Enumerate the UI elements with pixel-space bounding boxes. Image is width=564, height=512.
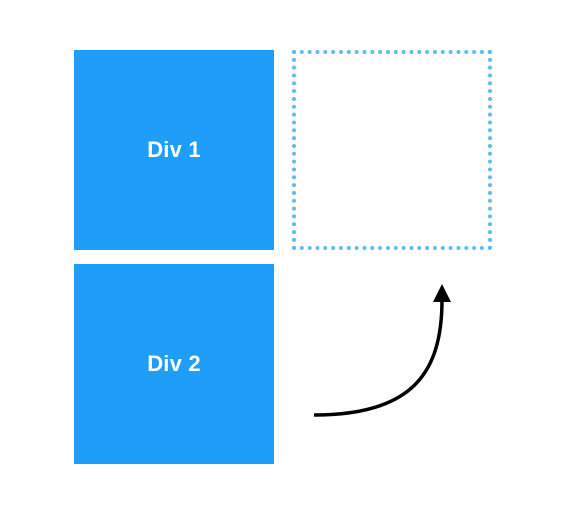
- div-1-box[interactable]: Div 1: [74, 50, 274, 250]
- div-2-label: Div 2: [147, 351, 201, 376]
- div-2-box[interactable]: Div 2: [74, 264, 274, 464]
- drop-target-placeholder[interactable]: [292, 50, 492, 250]
- div-1-label: Div 1: [147, 137, 201, 162]
- arrow-curve: [313, 299, 444, 417]
- arrow-head: [433, 284, 451, 302]
